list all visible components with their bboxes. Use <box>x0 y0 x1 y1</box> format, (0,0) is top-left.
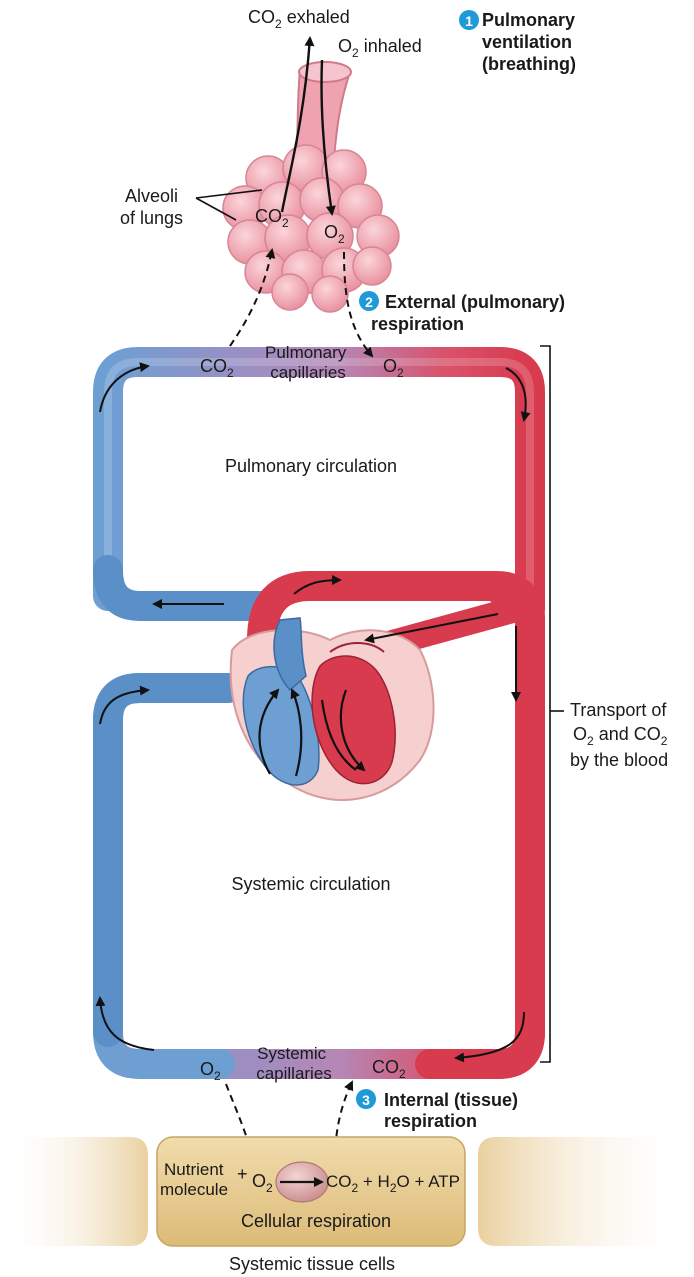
transport-label: Transport of <box>570 700 667 720</box>
systemic-circulation-label: Systemic circulation <box>231 874 390 894</box>
neighbor-cell-right <box>478 1137 694 1246</box>
cellular-respiration-label: Cellular respiration <box>241 1211 391 1231</box>
svg-text:Internal (tissue) respir: Internal (tissue) respiration <box>384 1090 523 1131</box>
transport-label-line3: by the blood <box>570 750 668 770</box>
co2-exhaled-label: CO2 exhaled <box>248 7 350 31</box>
step-3: 3 Internal (tissue) respiration <box>356 1089 523 1131</box>
svg-text:Pulmonary ventilation: Pulmonary ventilation (breathing) <box>482 10 580 74</box>
neighbor-cell-left <box>0 1137 148 1246</box>
pulmonary-capillaries-label: Pulmonary capillaries <box>265 343 351 382</box>
step-1: 1 Pulmonary ventilation (breathing) <box>459 10 580 74</box>
svg-text:1: 1 <box>465 13 473 29</box>
alveoli-label: Alveoli of lungs <box>120 186 183 228</box>
heart <box>231 618 434 800</box>
step-2: 2 External (pulmonary) respiration <box>359 291 570 334</box>
svg-text:2: 2 <box>365 294 373 310</box>
transport-label-line2: O2 and CO2 <box>573 724 668 748</box>
nutrient-label: Nutrient molecule <box>160 1160 228 1199</box>
o2-inhaled-label: O2 inhaled <box>338 36 422 60</box>
pulmonary-circulation-label: Pulmonary circulation <box>225 456 397 476</box>
svg-text:3: 3 <box>362 1092 370 1108</box>
cell-plus: + <box>237 1164 248 1184</box>
alveoli-cluster <box>223 145 399 312</box>
svg-text:External (pulmonary) res: External (pulmonary) respiration <box>371 292 570 334</box>
tissue-cells-label: Systemic tissue cells <box>229 1254 395 1274</box>
systemic-capillaries-label: Systemic capillaries <box>256 1044 332 1083</box>
